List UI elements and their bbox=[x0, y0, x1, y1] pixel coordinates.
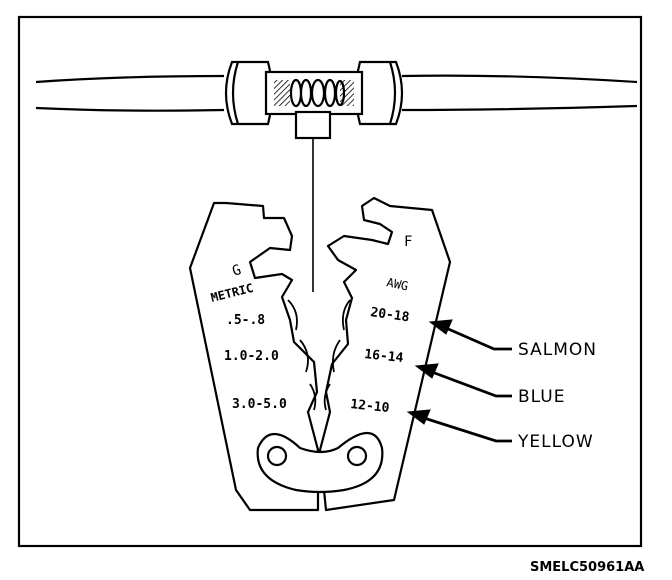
crimping-tool bbox=[188, 196, 452, 512]
callout-blue: BLUE bbox=[518, 387, 565, 407]
left-pivot-hole bbox=[266, 445, 288, 467]
awg-size-1: 20-18 bbox=[369, 305, 410, 325]
left-wire bbox=[35, 74, 225, 112]
metric-size-3: 3.0-5.0 bbox=[232, 397, 287, 412]
splice-tab bbox=[294, 110, 332, 140]
awg-heading: AWG bbox=[385, 275, 409, 293]
right-wire bbox=[401, 74, 638, 112]
yellow-arrow bbox=[406, 409, 512, 443]
crimp-nests bbox=[287, 299, 351, 411]
salmon-arrow bbox=[428, 319, 512, 351]
wire-splice-assembly bbox=[35, 60, 638, 292]
right-jaw bbox=[318, 196, 452, 512]
callout-salmon: SALMON bbox=[518, 340, 597, 360]
figure-code: SMELC50961AA bbox=[530, 560, 644, 575]
callout-yellow: YELLOW bbox=[517, 432, 594, 452]
blue-arrow bbox=[414, 363, 512, 398]
awg-size-2: 16-14 bbox=[364, 347, 405, 366]
callout-arrows bbox=[406, 319, 512, 443]
awg-size-3: 12-10 bbox=[350, 397, 391, 416]
right-pivot-hole bbox=[346, 445, 368, 467]
tool-markings: G F METRIC .5-.8 1.0-2.0 3.0-5.0 AWG 20-… bbox=[209, 234, 412, 416]
metric-size-1: .5-.8 bbox=[226, 313, 265, 328]
right-jaw-letter: F bbox=[404, 234, 412, 250]
metric-size-2: 1.0-2.0 bbox=[224, 349, 279, 364]
splice-barrel bbox=[264, 70, 364, 116]
